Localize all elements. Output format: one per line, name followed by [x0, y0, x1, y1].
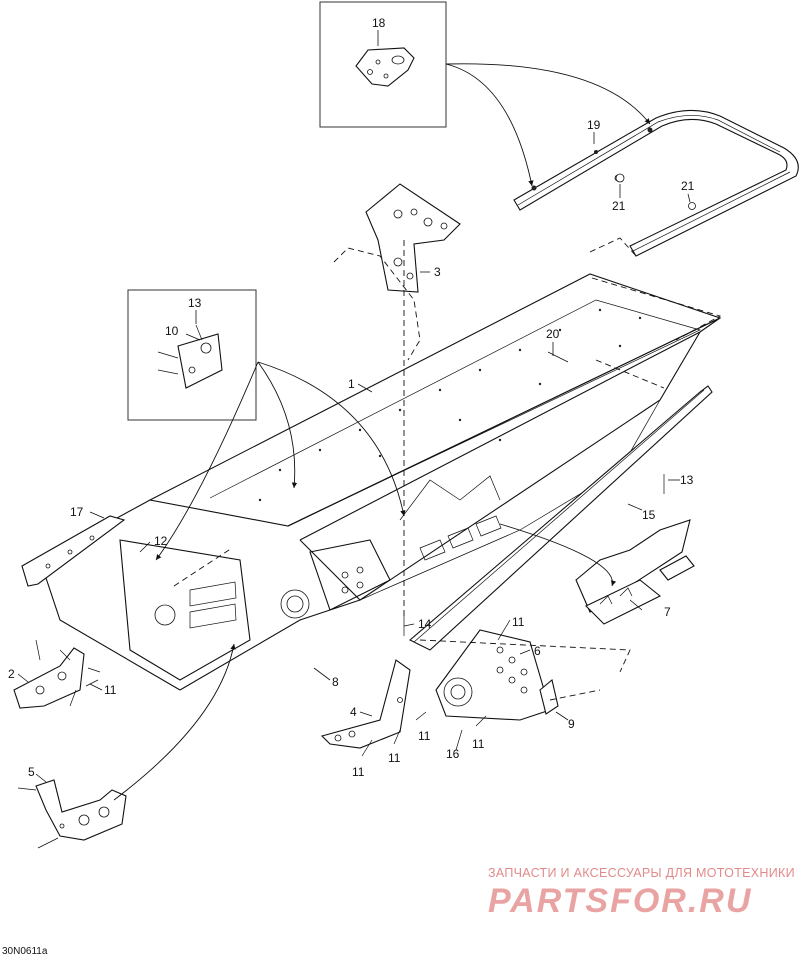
callout-2: 2: [8, 667, 15, 681]
callout-11f: 11: [352, 765, 365, 779]
guide-arrows: [113, 63, 722, 801]
figure-reference-code: 30N0611a: [2, 946, 48, 957]
part-15-rail: [409, 385, 713, 651]
part-3-bracket: [333, 183, 461, 361]
callout-21a: 21: [612, 199, 626, 213]
part-17-bracket: [21, 515, 126, 587]
callout-1: 1: [348, 377, 355, 391]
part-1-tunnel: [39, 273, 722, 691]
callout-11d: 11: [472, 737, 485, 751]
part-6-bracket: [435, 629, 559, 721]
callout-3: 3: [434, 265, 441, 279]
callout-14: 14: [418, 617, 432, 631]
callout-5: 5: [28, 765, 35, 779]
callout-labels: 18 19 21 21 3 13 10 20 1 13 15 17 12 7 1…: [8, 16, 695, 779]
callout-20: 20: [546, 327, 560, 341]
part-4-bracket: [320, 659, 411, 749]
callout-21b: 21: [681, 179, 695, 193]
callout-11b: 11: [104, 683, 117, 697]
inset-box-part-18: [319, 1, 447, 128]
callout-7: 7: [664, 605, 671, 619]
inset-box-part-10: [127, 289, 257, 421]
part-5-bracket: [17, 779, 127, 849]
tunnel-rivets: [258, 308, 642, 502]
callout-4: 4: [350, 705, 357, 719]
callout-12: 12: [154, 534, 168, 548]
callout-13b: 13: [680, 473, 694, 487]
callout-15: 15: [642, 508, 656, 522]
callout-11c: 11: [418, 729, 431, 743]
fasteners: [59, 173, 696, 757]
callout-17: 17: [70, 505, 84, 519]
part-19-handle: [513, 109, 799, 257]
watermark-caption: ЗАПЧАСТИ И АКСЕССУАРЫ ДЛЯ МОТОТЕХНИКИ: [488, 866, 795, 880]
callout-13a: 13: [188, 296, 202, 310]
callout-10: 10: [165, 324, 179, 338]
callout-6: 6: [534, 644, 541, 658]
callout-19: 19: [587, 118, 601, 132]
callout-9: 9: [568, 717, 575, 731]
callout-8: 8: [332, 675, 339, 689]
part-7-plate: [575, 519, 695, 625]
callout-16: 16: [446, 747, 460, 761]
leader-lines: [17, 30, 691, 783]
part-2-bracket: [13, 639, 101, 709]
callout-18: 18: [372, 16, 386, 30]
callout-11a: 11: [512, 615, 525, 629]
watermark-logo: PARTSFOR.RU: [488, 882, 753, 920]
callout-11e: 11: [388, 751, 401, 765]
